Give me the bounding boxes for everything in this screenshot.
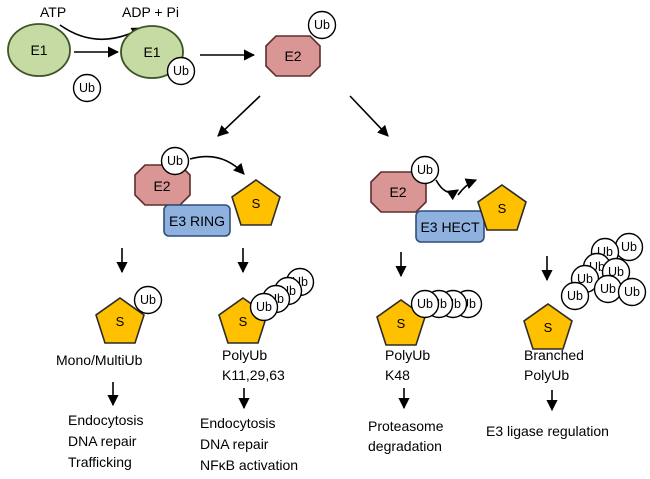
mono-function-3: Trafficking [68,454,132,470]
hect-branch-arrow [349,95,389,137]
polyub-k11-function-3: NFκB activation [200,457,298,473]
branched-function-1: E3 ligase regulation [486,423,609,439]
polyub-k11-function-2: DNA repair [200,436,269,452]
branched-ub-label-8: Ub [567,289,583,303]
ring-transfer-arrow [189,155,245,175]
e1-loaded-label: E1 [143,44,160,60]
mono-function-2: DNA repair [68,433,137,449]
branched-type-label-1: Branched [524,347,584,363]
polyub-k48-linkage-label: K48 [385,367,410,383]
polyub-k11-type-label: PolyUb [222,347,267,363]
free-ub: Ub [72,73,102,103]
ring-ub-label: Ub [167,154,183,168]
mono-type-label: Mono/MultiUb [56,352,143,368]
e3-hect-complex: E2 Ub E3 HECT S [370,155,527,243]
adp-pi-label: ADP + Pi [122,4,179,20]
mono-ub-substrate: S Ub [95,285,163,344]
e3-ring-complex: E2 Ub E3 RING S [134,146,281,237]
mono-ub-label: Ub [140,293,156,307]
hect-e2-label: E2 [389,184,406,200]
branched-ub-label-6: Ub [600,282,616,296]
k48-substrate-label: S [397,316,406,331]
free-ub-label: Ub [79,81,95,95]
branched-type-label-2: PolyUb [524,367,569,383]
polyub-k11-substrate: S Ub Ub Ub Ub [218,267,315,344]
k48-ub-label-1: Ub [417,297,433,311]
e3-hect-label: E3 HECT [420,219,480,235]
branched-polyub-substrate: S Ub Ub Ub Ub Ub Ub Ub Ub [523,232,647,350]
polyub-k48-substrate: S Ub Ub Ub Ub [376,289,483,346]
ring-substrate-label: S [252,196,261,211]
branched-ub-label-4: Ub [577,272,593,286]
e2-ub-label: Ub [314,18,330,32]
polyub-k48-function-1: Proteasome [368,418,444,434]
polyub-k11-function-1: Endocytosis [200,415,275,431]
e1-enzyme: E1 [7,23,71,77]
hect-second-transfer-arrow [457,178,478,196]
mono-function-1: Endocytosis [68,412,143,428]
e1-label: E1 [30,42,47,58]
k11-substrate-label: S [239,314,248,329]
e1-ub-label: Ub [173,64,189,78]
ring-e2-label: E2 [153,178,170,194]
branched-ub-label-7: Ub [624,285,640,299]
polyub-k11-linkage-label: K11,29,63 [222,367,285,383]
atp-label: ATP [40,4,66,20]
e2-ub-complex: E2 Ub [265,10,337,77]
mono-substrate-label: S [116,314,125,329]
branched-ub-label-1: Ub [621,240,637,254]
polyub-k48-function-2: degradation [368,438,442,454]
hect-substrate-label: S [498,201,507,216]
ring-branch-arrow [217,95,261,137]
polyub-k48-type-label: PolyUb [385,347,430,363]
hect-first-transfer-arrow [435,179,459,201]
e2-label: E2 [284,48,301,64]
k11-ub-label-1: Ub [256,300,272,314]
e1-ub-complex: E1 Ub [120,25,196,86]
e3-ring-label: E3 RING [169,213,225,229]
hect-ub-label: Ub [417,163,433,177]
branched-substrate-label: S [544,320,553,335]
